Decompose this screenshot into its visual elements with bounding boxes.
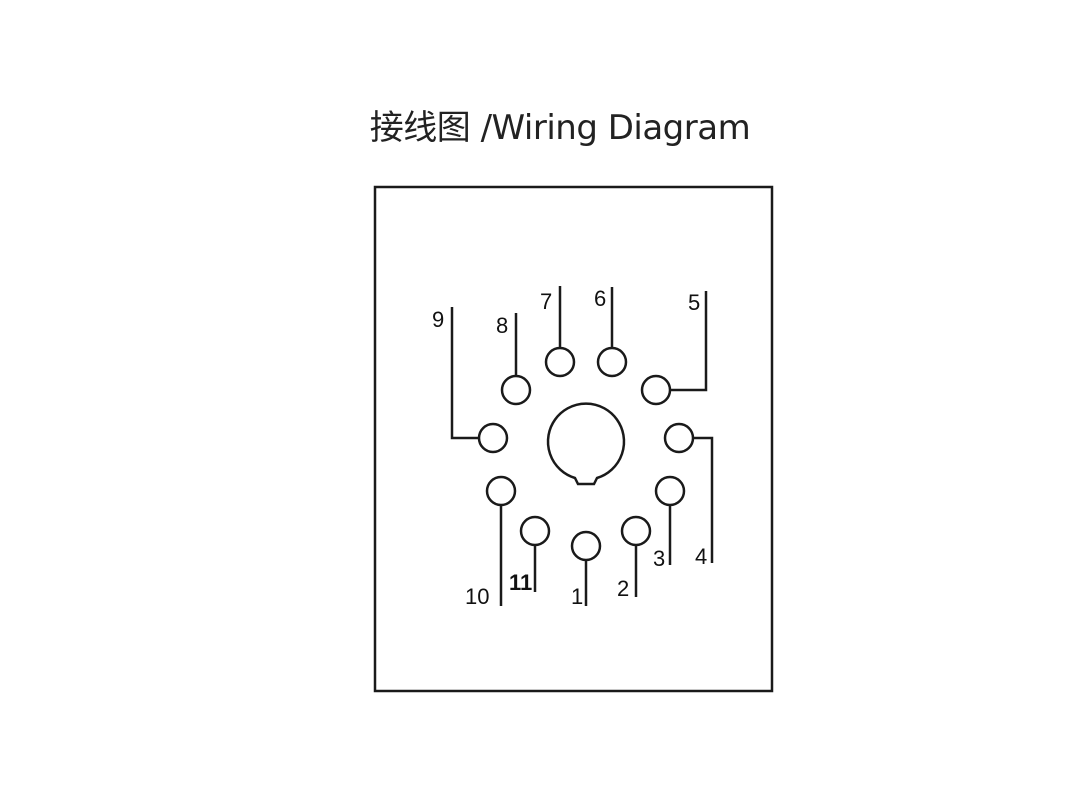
pin-9-terminal <box>477 422 509 454</box>
pin-8: 8 <box>496 313 532 406</box>
pin-9-label: 9 <box>432 307 444 332</box>
pin-9-wire <box>450 307 479 440</box>
pin-10-terminal <box>485 475 517 507</box>
pin-5-wire <box>670 291 708 392</box>
pin-2-terminal <box>620 515 652 547</box>
pin-6: 6 <box>594 286 628 378</box>
pin-3-label: 3 <box>653 546 665 571</box>
pin-4-wire <box>693 436 714 563</box>
pin-3: 3 <box>653 475 686 571</box>
pin-11: 11 <box>509 515 551 595</box>
pin-7-label: 7 <box>540 289 552 314</box>
pin-8-label: 8 <box>496 313 508 338</box>
pin-4: 4 <box>663 422 714 569</box>
pin-7: 7 <box>540 286 576 378</box>
pin-1: 1 <box>570 530 602 609</box>
pin-2: 2 <box>617 515 652 601</box>
pin-6-label: 6 <box>594 286 606 311</box>
pin-3-terminal <box>654 475 686 507</box>
pin-5: 5 <box>640 290 708 406</box>
pin-11-terminal <box>519 515 551 547</box>
diagram-title: 接线图 /Wiring Diagram <box>369 108 751 148</box>
pin-5-label: 5 <box>688 290 700 315</box>
pin-4-terminal <box>663 422 695 454</box>
pin-6-terminal <box>596 346 628 378</box>
diagram-frame <box>373 185 774 693</box>
center-key-hole <box>546 402 626 486</box>
pin-1-terminal <box>570 530 602 562</box>
pin-11-label: 11 <box>509 570 532 595</box>
pin-10-label: 10 <box>465 584 489 609</box>
pin-10: 10 <box>465 475 517 609</box>
pin-1-label: 1 <box>571 584 583 609</box>
pin-4-label: 4 <box>695 544 707 569</box>
pin-7-terminal <box>544 346 576 378</box>
pin-9: 9 <box>432 307 509 454</box>
pin-5-terminal <box>640 374 672 406</box>
pin-2-label: 2 <box>617 576 629 601</box>
pin-8-terminal <box>500 374 532 406</box>
